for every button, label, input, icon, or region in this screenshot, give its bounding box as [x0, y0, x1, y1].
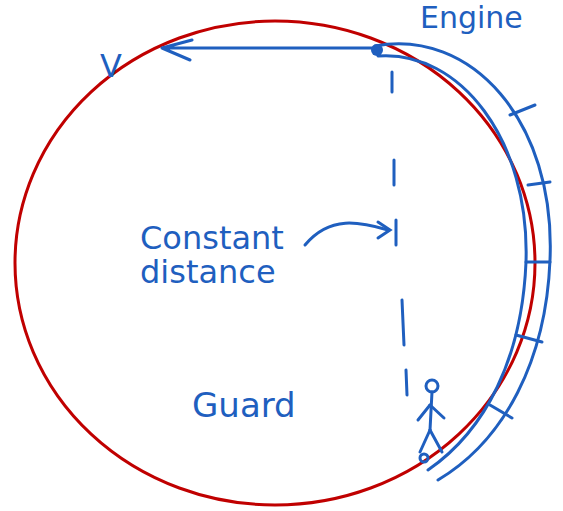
circular-track	[15, 21, 535, 505]
train-body	[375, 44, 550, 480]
constant-distance-label: Constant distance	[140, 222, 310, 289]
constant-distance-marks	[392, 72, 407, 395]
engine-label: Engine	[420, 2, 560, 34]
guard-label: Guard	[192, 388, 372, 424]
velocity-arrow	[162, 40, 375, 60]
engine-dot	[371, 44, 383, 56]
guard-figure	[418, 380, 444, 462]
leader-arrowhead	[378, 222, 390, 238]
velocity-label: V	[100, 50, 150, 84]
leader-arrow	[305, 223, 388, 245]
